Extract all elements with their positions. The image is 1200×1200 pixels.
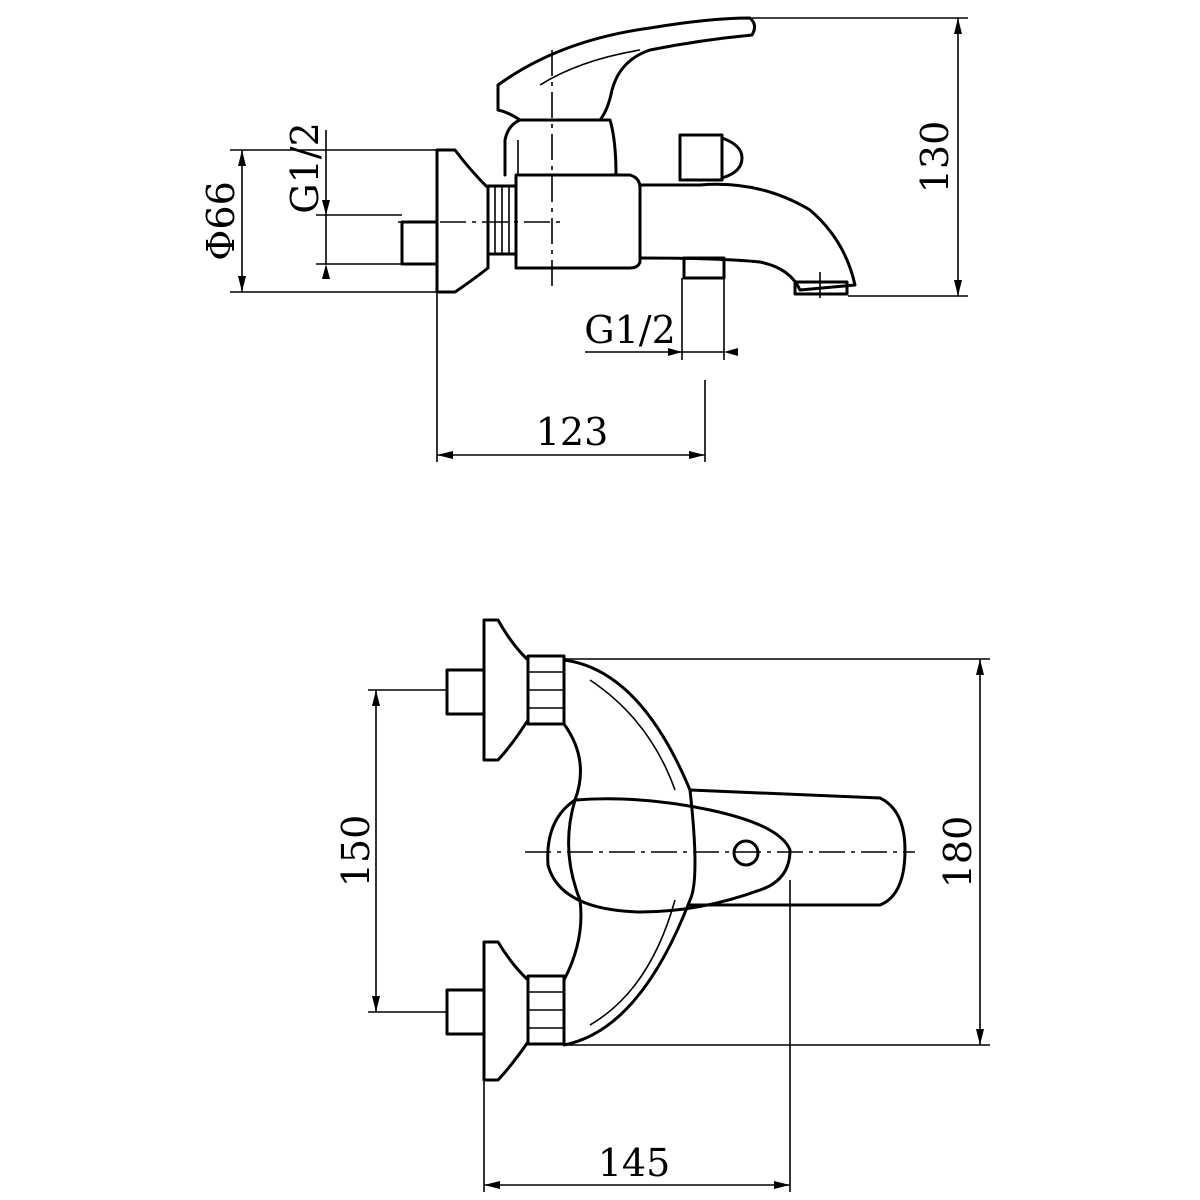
top-handle-screw [732,839,760,867]
side-body [514,173,642,270]
dim-depth: 123 [536,410,609,454]
top-flange-upper [482,618,530,762]
top-stub-upper [445,668,486,716]
top-stub-lower [445,988,486,1036]
dim-outlet-thread: G1/2 [584,308,676,352]
side-handle [496,16,757,122]
side-spout [638,182,857,292]
side-view: Φ66 G1/2 G1/2 123 130 [199,16,968,462]
top-handle [546,797,792,914]
side-bottom-outlet [682,256,726,280]
top-body [562,658,697,1047]
dim-inlet-spacing: 150 [334,815,378,888]
side-neck [503,118,618,177]
side-flange [435,148,490,294]
top-flange-lower [482,940,530,1082]
side-spout-outlet [793,280,849,296]
dim-projection: 145 [598,1141,671,1185]
dim-diameter: Φ66 [199,181,243,261]
side-inlet-stub [400,220,439,266]
side-diverter [678,133,724,182]
top-spout [688,788,907,907]
dim-height: 130 [913,121,957,194]
dim-inlet-thread: G1/2 [283,122,327,214]
dim-overall-width: 180 [936,816,980,889]
top-view: 150 180 145 [334,618,990,1192]
